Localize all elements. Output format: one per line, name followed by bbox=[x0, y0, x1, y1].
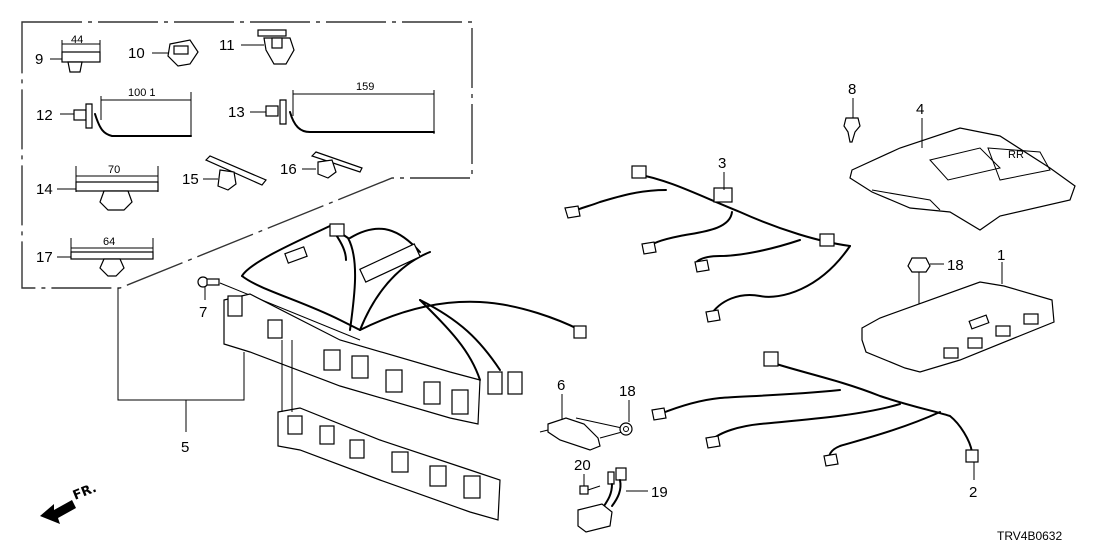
callout-15[interactable]: 15 bbox=[182, 171, 199, 188]
bolt-7[interactable] bbox=[197, 276, 361, 341]
clip-17[interactable] bbox=[57, 238, 154, 277]
callout-2[interactable]: 2 bbox=[969, 484, 977, 501]
dimension-13: 159 bbox=[356, 81, 374, 93]
callout-19[interactable]: 19 bbox=[651, 484, 668, 501]
clip-9[interactable] bbox=[50, 40, 101, 73]
clip-15[interactable] bbox=[203, 155, 267, 191]
dimension-14: 70 bbox=[108, 164, 120, 176]
callout-14[interactable]: 14 bbox=[36, 181, 53, 198]
callout-18-lower[interactable]: 18 bbox=[619, 383, 636, 400]
dimension-9: 44 bbox=[71, 34, 83, 46]
control-unit-1[interactable] bbox=[861, 262, 1055, 373]
front-direction-indicator: FR. bbox=[40, 481, 99, 524]
main-harness-wires[interactable] bbox=[241, 223, 587, 395]
callout-10[interactable]: 10 bbox=[128, 45, 145, 62]
dimension-17: 64 bbox=[103, 236, 115, 248]
callout-9[interactable]: 9 bbox=[35, 51, 43, 68]
callout-1[interactable]: 1 bbox=[997, 247, 1005, 264]
clip-screw-8[interactable] bbox=[843, 98, 861, 143]
clip-11[interactable] bbox=[241, 29, 295, 65]
callout-3[interactable]: 3 bbox=[718, 155, 726, 172]
clip-13[interactable] bbox=[250, 90, 435, 134]
callout-7[interactable]: 7 bbox=[199, 304, 207, 321]
cover-4[interactable]: RR bbox=[849, 118, 1076, 231]
main-harness-board-upper[interactable] bbox=[223, 293, 481, 425]
clip-12[interactable] bbox=[60, 92, 192, 137]
callout-12[interactable]: 12 bbox=[36, 107, 53, 124]
dimension-12: 100 1 bbox=[128, 87, 156, 99]
wire-harness-3[interactable] bbox=[564, 165, 851, 323]
nut-18-lower[interactable] bbox=[619, 400, 633, 436]
arrow-left-icon bbox=[40, 500, 76, 524]
wire-harness-2[interactable] bbox=[651, 351, 979, 480]
callout-18-upper[interactable]: 18 bbox=[947, 257, 964, 274]
callout-20[interactable]: 20 bbox=[574, 457, 591, 474]
main-harness-board-lower[interactable] bbox=[277, 340, 501, 521]
callout-17[interactable]: 17 bbox=[36, 249, 53, 266]
callout-4[interactable]: 4 bbox=[916, 101, 924, 118]
clip-16[interactable] bbox=[302, 151, 363, 179]
diagram-code: TRV4B0632 bbox=[997, 529, 1062, 543]
clip-14[interactable] bbox=[57, 166, 159, 211]
clip-10[interactable] bbox=[152, 39, 199, 67]
callout-8[interactable]: 8 bbox=[848, 81, 856, 98]
callout-16[interactable]: 16 bbox=[280, 161, 297, 178]
callout-5[interactable]: 5 bbox=[181, 439, 189, 456]
callout-11[interactable]: 11 bbox=[219, 37, 235, 54]
rr-marking: RR bbox=[1008, 149, 1024, 161]
bracket-6[interactable] bbox=[539, 394, 623, 451]
front-label: FR. bbox=[71, 481, 99, 504]
clip-group-box bbox=[21, 21, 473, 289]
group-leader-line bbox=[117, 288, 245, 401]
connector-harness-19[interactable] bbox=[577, 467, 648, 533]
bolt-20[interactable] bbox=[579, 474, 601, 495]
callout-6[interactable]: 6 bbox=[557, 377, 565, 394]
callout-13[interactable]: 13 bbox=[228, 104, 245, 121]
